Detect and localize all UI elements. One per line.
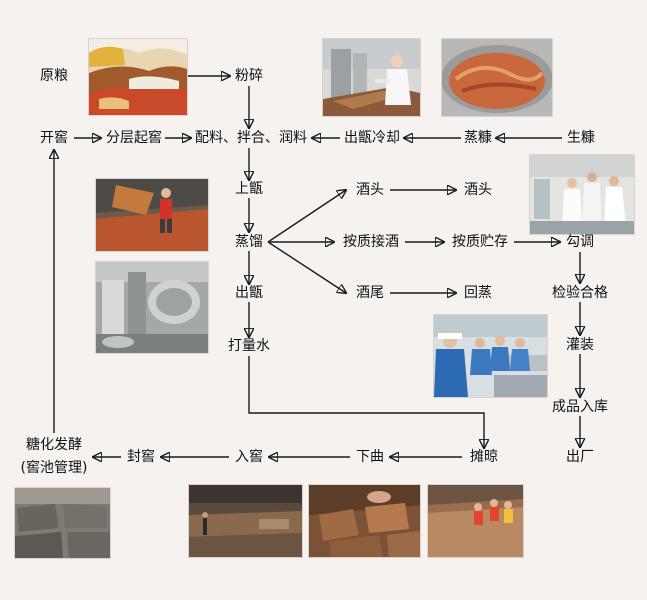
- node-huizheng: 回蒸: [464, 285, 492, 301]
- node-chengpin-ruku: 成品入库: [552, 399, 608, 415]
- node-zhengliu: 蒸馏: [235, 234, 263, 250]
- node-guanzhuang: 灌装: [566, 337, 594, 353]
- node-shengtang: 生糠: [567, 130, 595, 146]
- pit-mud-blocks-photo: [308, 484, 421, 558]
- node-tanliang: 摊晾: [470, 449, 498, 465]
- node-fencengqijiao: 分层起窖: [106, 130, 162, 146]
- node-jiuwei: 酒尾: [356, 285, 384, 301]
- bottling-line-workers-photo: [433, 314, 548, 398]
- node-jianyan-hege: 检验合格: [552, 285, 608, 301]
- node-chuzeng: 出甑: [235, 285, 263, 301]
- node-peiliao: 配料、拌合、润料: [195, 130, 307, 146]
- node-shangzeng: 上甑: [235, 181, 263, 197]
- node-goutiao: 勾调: [566, 234, 594, 250]
- node-jiutou-1: 酒头: [356, 182, 384, 198]
- node-anzhi-jiejiu: 按质接酒: [343, 234, 399, 250]
- workers-spreading-grain-photo: [95, 178, 209, 252]
- steel-distillation-equipment-photo: [95, 261, 209, 354]
- node-kaijiao: 开窖: [40, 130, 68, 146]
- node-jiaochi-guanli: (窖池管理): [20, 460, 88, 476]
- technician-at-cooling-machine-photo: [322, 38, 421, 117]
- node-yuanliang: 原粮: [40, 68, 68, 84]
- node-chuchang: 出厂: [566, 449, 594, 465]
- node-jiutou-2: 酒头: [464, 182, 492, 198]
- arrow-daliangshui-to-tanliang: [248, 356, 484, 448]
- steamed-husk-tank-photo: [441, 38, 553, 117]
- pit-loading-workshop-photo: [188, 484, 303, 558]
- node-rujiao: 入窖: [235, 449, 263, 465]
- workers-on-pit-photo: [427, 484, 524, 558]
- node-fengjiao: 封窖: [127, 449, 155, 465]
- node-xiaqu: 下曲: [356, 449, 384, 465]
- node-fensui: 粉碎: [235, 68, 263, 84]
- node-zhengtang: 蒸糠: [464, 130, 492, 146]
- arrow-zhengliu-to-jiutou: [267, 190, 346, 243]
- node-daliangshui: 打量水: [228, 338, 270, 354]
- node-tanghua-fajiao: 糖化发酵: [26, 437, 82, 453]
- node-chuzeng-lengque: 出甑冷却: [344, 130, 400, 146]
- fermentation-pits-photo: [14, 487, 111, 559]
- lab-technicians-photo: [529, 154, 635, 235]
- node-anzhi-zhucun: 按质贮存: [452, 234, 508, 250]
- grain-heaps-photo: [88, 38, 188, 116]
- arrow-zhengliu-to-jiuwei: [267, 241, 346, 293]
